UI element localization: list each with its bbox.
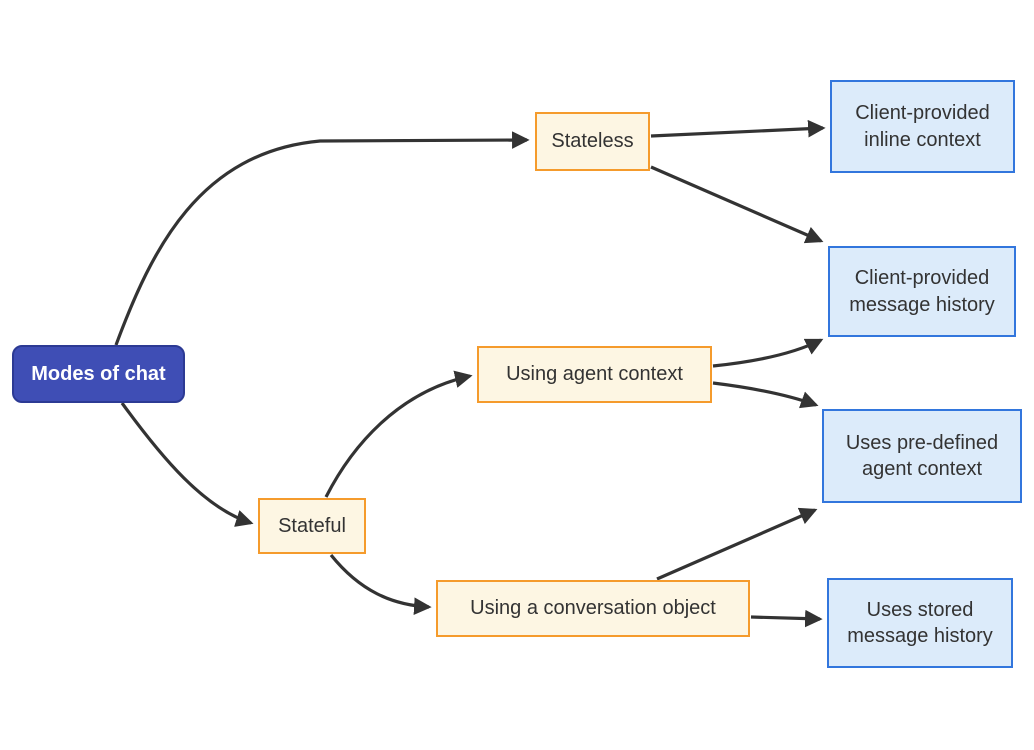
node-client-provided-inline-context: Client-provided inline context [830,80,1015,173]
edge-modes-of-chat-to-stateful [120,402,254,527]
node-client-provided-message-history: Client-provided message history [828,246,1016,337]
edge-conversation-object-to-stored-history [750,609,823,628]
edge-conversation-object-to-predefined-context [656,507,818,581]
node-client-provided-message-history-label: Client-provided message history [849,267,995,316]
node-using-agent-context-label: Using agent context [506,363,683,386]
node-modes-of-chat: Modes of chat [12,345,185,403]
edge-stateless-to-inline-context [650,119,826,138]
node-modes-of-chat-label: Modes of chat [31,362,166,385]
node-stateless: Stateless [535,112,650,171]
node-uses-pre-defined-agent-context: Uses pre-defined agent context [822,409,1022,503]
node-using-agent-context: Using agent context [477,346,712,403]
edge-stateful-to-conversation-object [329,553,432,615]
edge-agent-context-to-predefined-context [712,381,819,409]
node-using-a-conversation-object: Using a conversation object [436,580,750,637]
node-stateful-label: Stateful [278,514,346,537]
node-uses-stored-message-history: Uses stored message history [827,578,1013,668]
node-stateful: Stateful [258,498,366,554]
node-stateless-label: Stateless [551,130,634,153]
node-uses-pre-defined-agent-context-label: Uses pre-defined agent context [845,431,999,480]
edge-stateful-to-agent-context [324,370,473,498]
node-uses-stored-message-history-label: Uses stored message history [847,598,993,647]
node-client-provided-inline-context-label: Client-provided inline context [855,102,990,151]
edge-stateless-to-message-history [650,165,824,244]
edge-modes-of-chat-to-stateless [114,131,530,346]
node-using-a-conversation-object-label: Using a conversation object [470,597,716,620]
edge-agent-context-to-message-history [712,338,824,368]
